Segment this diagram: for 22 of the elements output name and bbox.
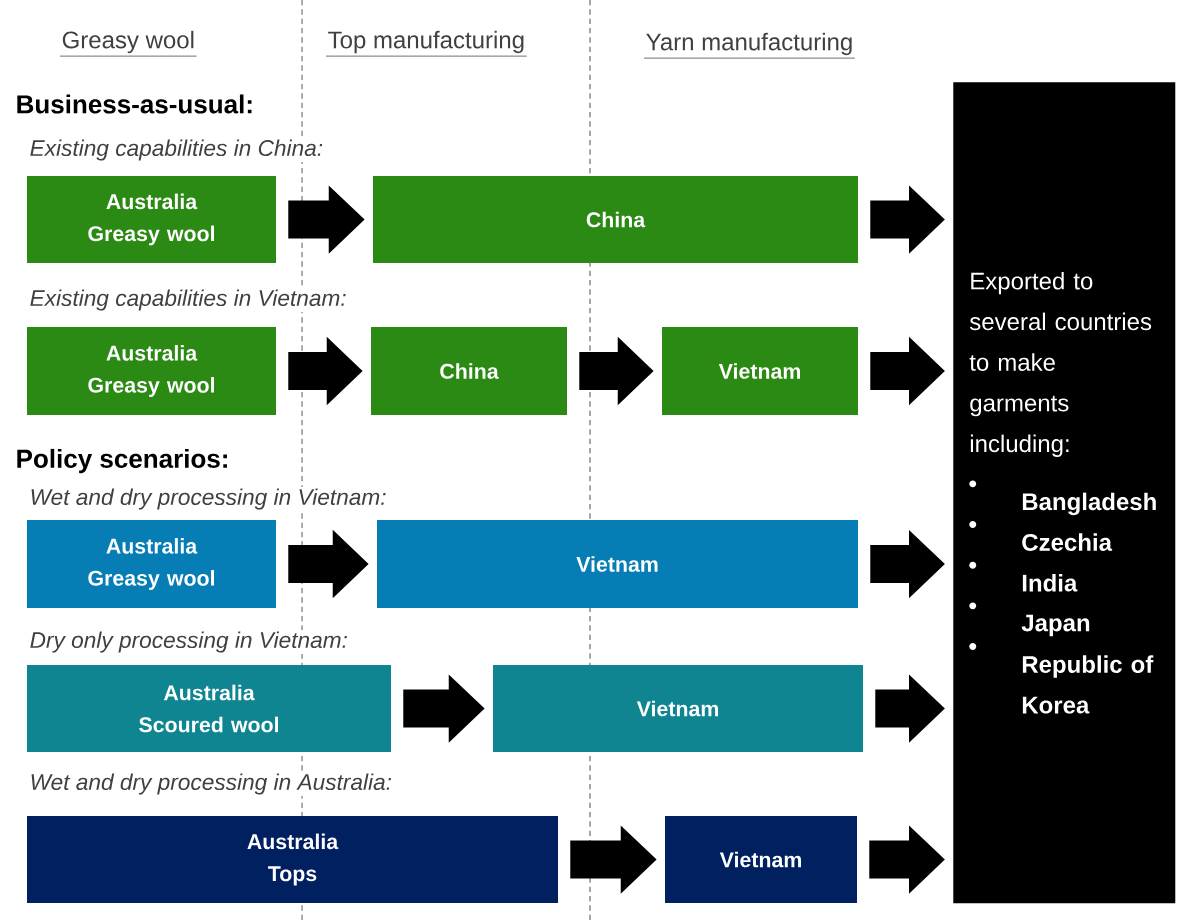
section-heading: Business-as-usual: — [14, 93, 256, 115]
section-heading: Policy scenarios: — [14, 447, 231, 475]
scenario-label: Wet and dry processing in Vietnam: — [28, 487, 388, 511]
process-box: Australia Greasy wool — [27, 176, 276, 263]
process-box: Australia Greasy wool — [27, 327, 276, 415]
export-panel: Exported to several countries to make garments including: Bangladesh Czechia India Japan Republic of Korea — [953, 82, 1176, 904]
process-box: Vietnam — [665, 816, 857, 903]
process-box: Vietnam — [662, 327, 858, 415]
process-box: Australia Greasy wool — [27, 520, 276, 608]
process-box: Vietnam — [377, 520, 858, 608]
process-box: Vietnam — [493, 665, 863, 752]
scenario-label: Dry only processing in Vietnam: — [28, 630, 350, 654]
column-header: Yarn manufacturing — [643, 31, 856, 59]
process-box: China — [373, 176, 858, 263]
process-box: Australia Scoured wool — [27, 665, 391, 752]
scenario-label: Existing capabilities in China: — [28, 138, 325, 162]
column-header: Top manufacturing — [325, 29, 528, 57]
process-box: Australia Tops — [27, 816, 558, 903]
scenario-label: Wet and dry processing in Australia: — [28, 772, 394, 796]
scenario-label: Existing capabilities in Vietnam: — [28, 288, 348, 312]
column-header: Greasy wool — [59, 29, 198, 57]
process-box: China — [371, 327, 567, 415]
